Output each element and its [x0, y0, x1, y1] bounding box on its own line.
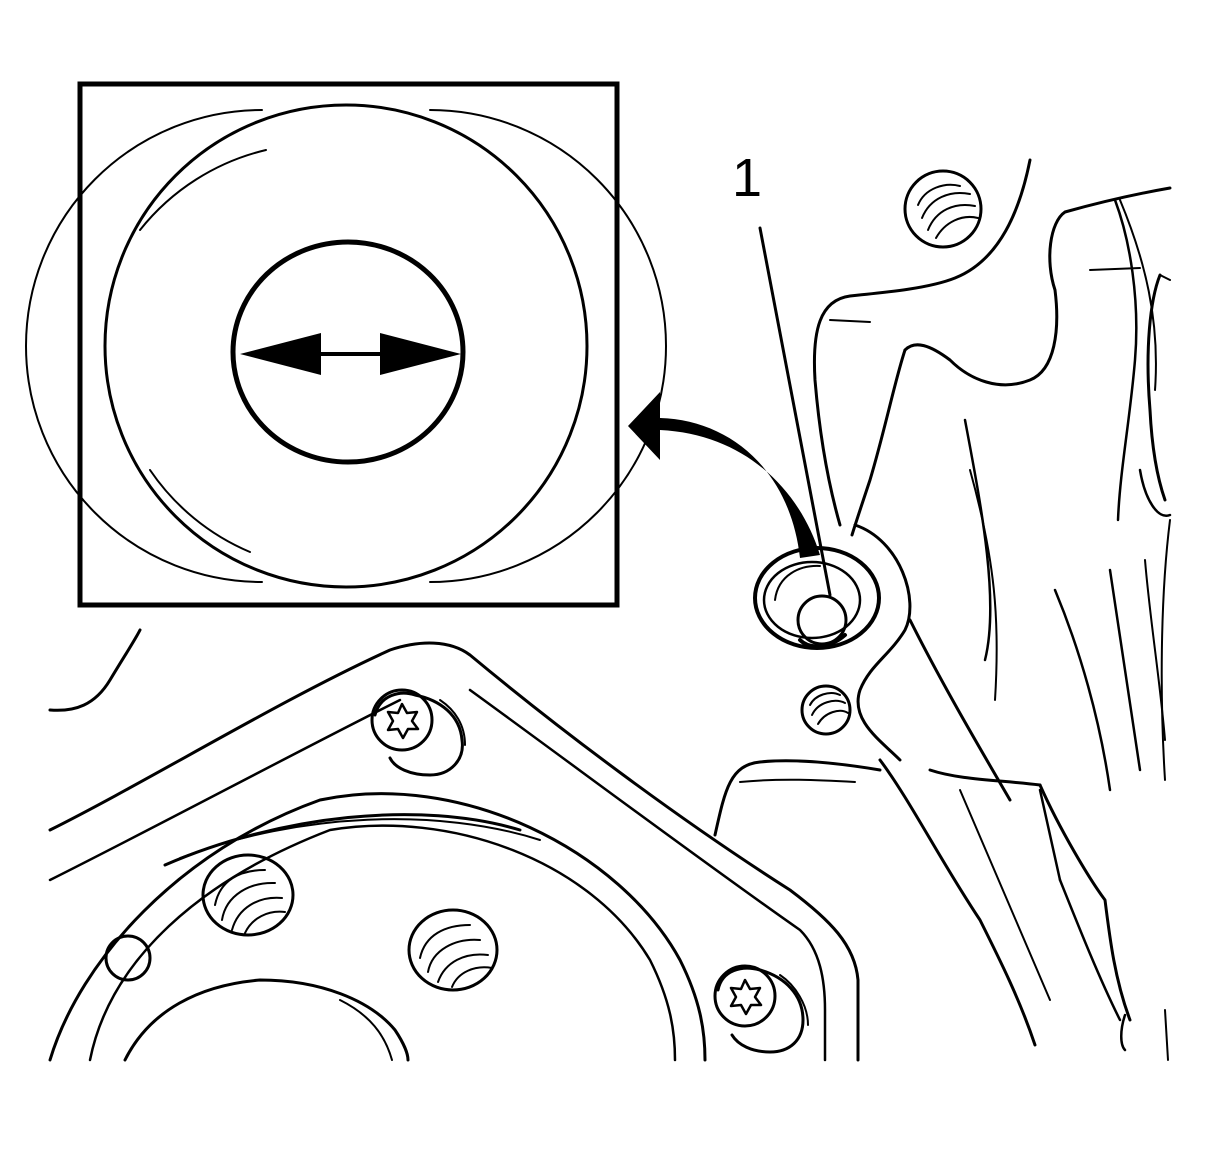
- bore-inner-ring-arc-b: [149, 469, 251, 553]
- detail-inset: [25, 81, 667, 608]
- cover-plate: [48, 628, 860, 1062]
- bolt-head-top: [903, 169, 983, 249]
- torx-screw-icon: [713, 964, 809, 1054]
- bore-outer-ring: [103, 103, 589, 589]
- curved-arrow-icon: [628, 392, 820, 558]
- callout-leader-line: [758, 226, 832, 597]
- strap-rib: [878, 618, 1132, 1052]
- bolt-head-center: [407, 908, 499, 992]
- bore-opening: [230, 239, 466, 465]
- circular-housing: [48, 792, 707, 1062]
- bore-location: [753, 523, 912, 762]
- bore-inner-ring-right: [429, 109, 667, 583]
- bore-inner-ring-arc-a: [139, 149, 267, 231]
- inset-frame: [77, 81, 620, 608]
- callout-label: 1: [732, 148, 762, 208]
- torx-screw-icon: [370, 688, 466, 777]
- bore-inner-ring-left: [25, 109, 263, 583]
- double-headed-arrow-icon: [240, 333, 461, 375]
- bolt-head-left: [201, 853, 295, 937]
- bolt-head-small: [800, 684, 852, 736]
- flange-bracket: [713, 759, 882, 837]
- housing-right: [812, 158, 1172, 1061]
